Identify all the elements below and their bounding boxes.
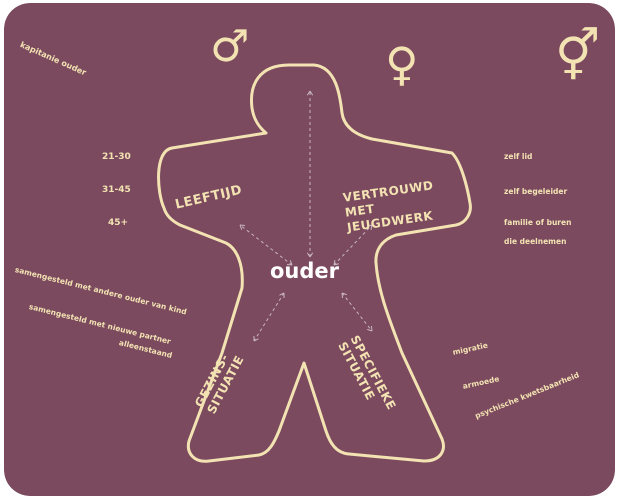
familiarity-label: die deelnemen: [504, 238, 566, 246]
age-group-label: 21-30: [102, 153, 131, 162]
familiarity-label: familie of buren: [504, 219, 571, 227]
diagram-panel: kapitanie ouder ♂ ♀ ⚥ 21-30 31-45 45+ ze…: [4, 3, 615, 496]
age-group-label: 45+: [108, 219, 128, 228]
male-icon: ♂: [210, 25, 249, 69]
diagram-artwork: [4, 3, 615, 496]
combined-gender-icon: ⚥: [555, 31, 600, 81]
familiarity-label: zelf lid: [504, 153, 532, 161]
age-group-label: 31-45: [102, 186, 131, 195]
female-icon: ♀: [385, 41, 419, 87]
familiarity-label: zelf begeleider: [504, 188, 567, 196]
center-label: ouder: [270, 261, 339, 282]
